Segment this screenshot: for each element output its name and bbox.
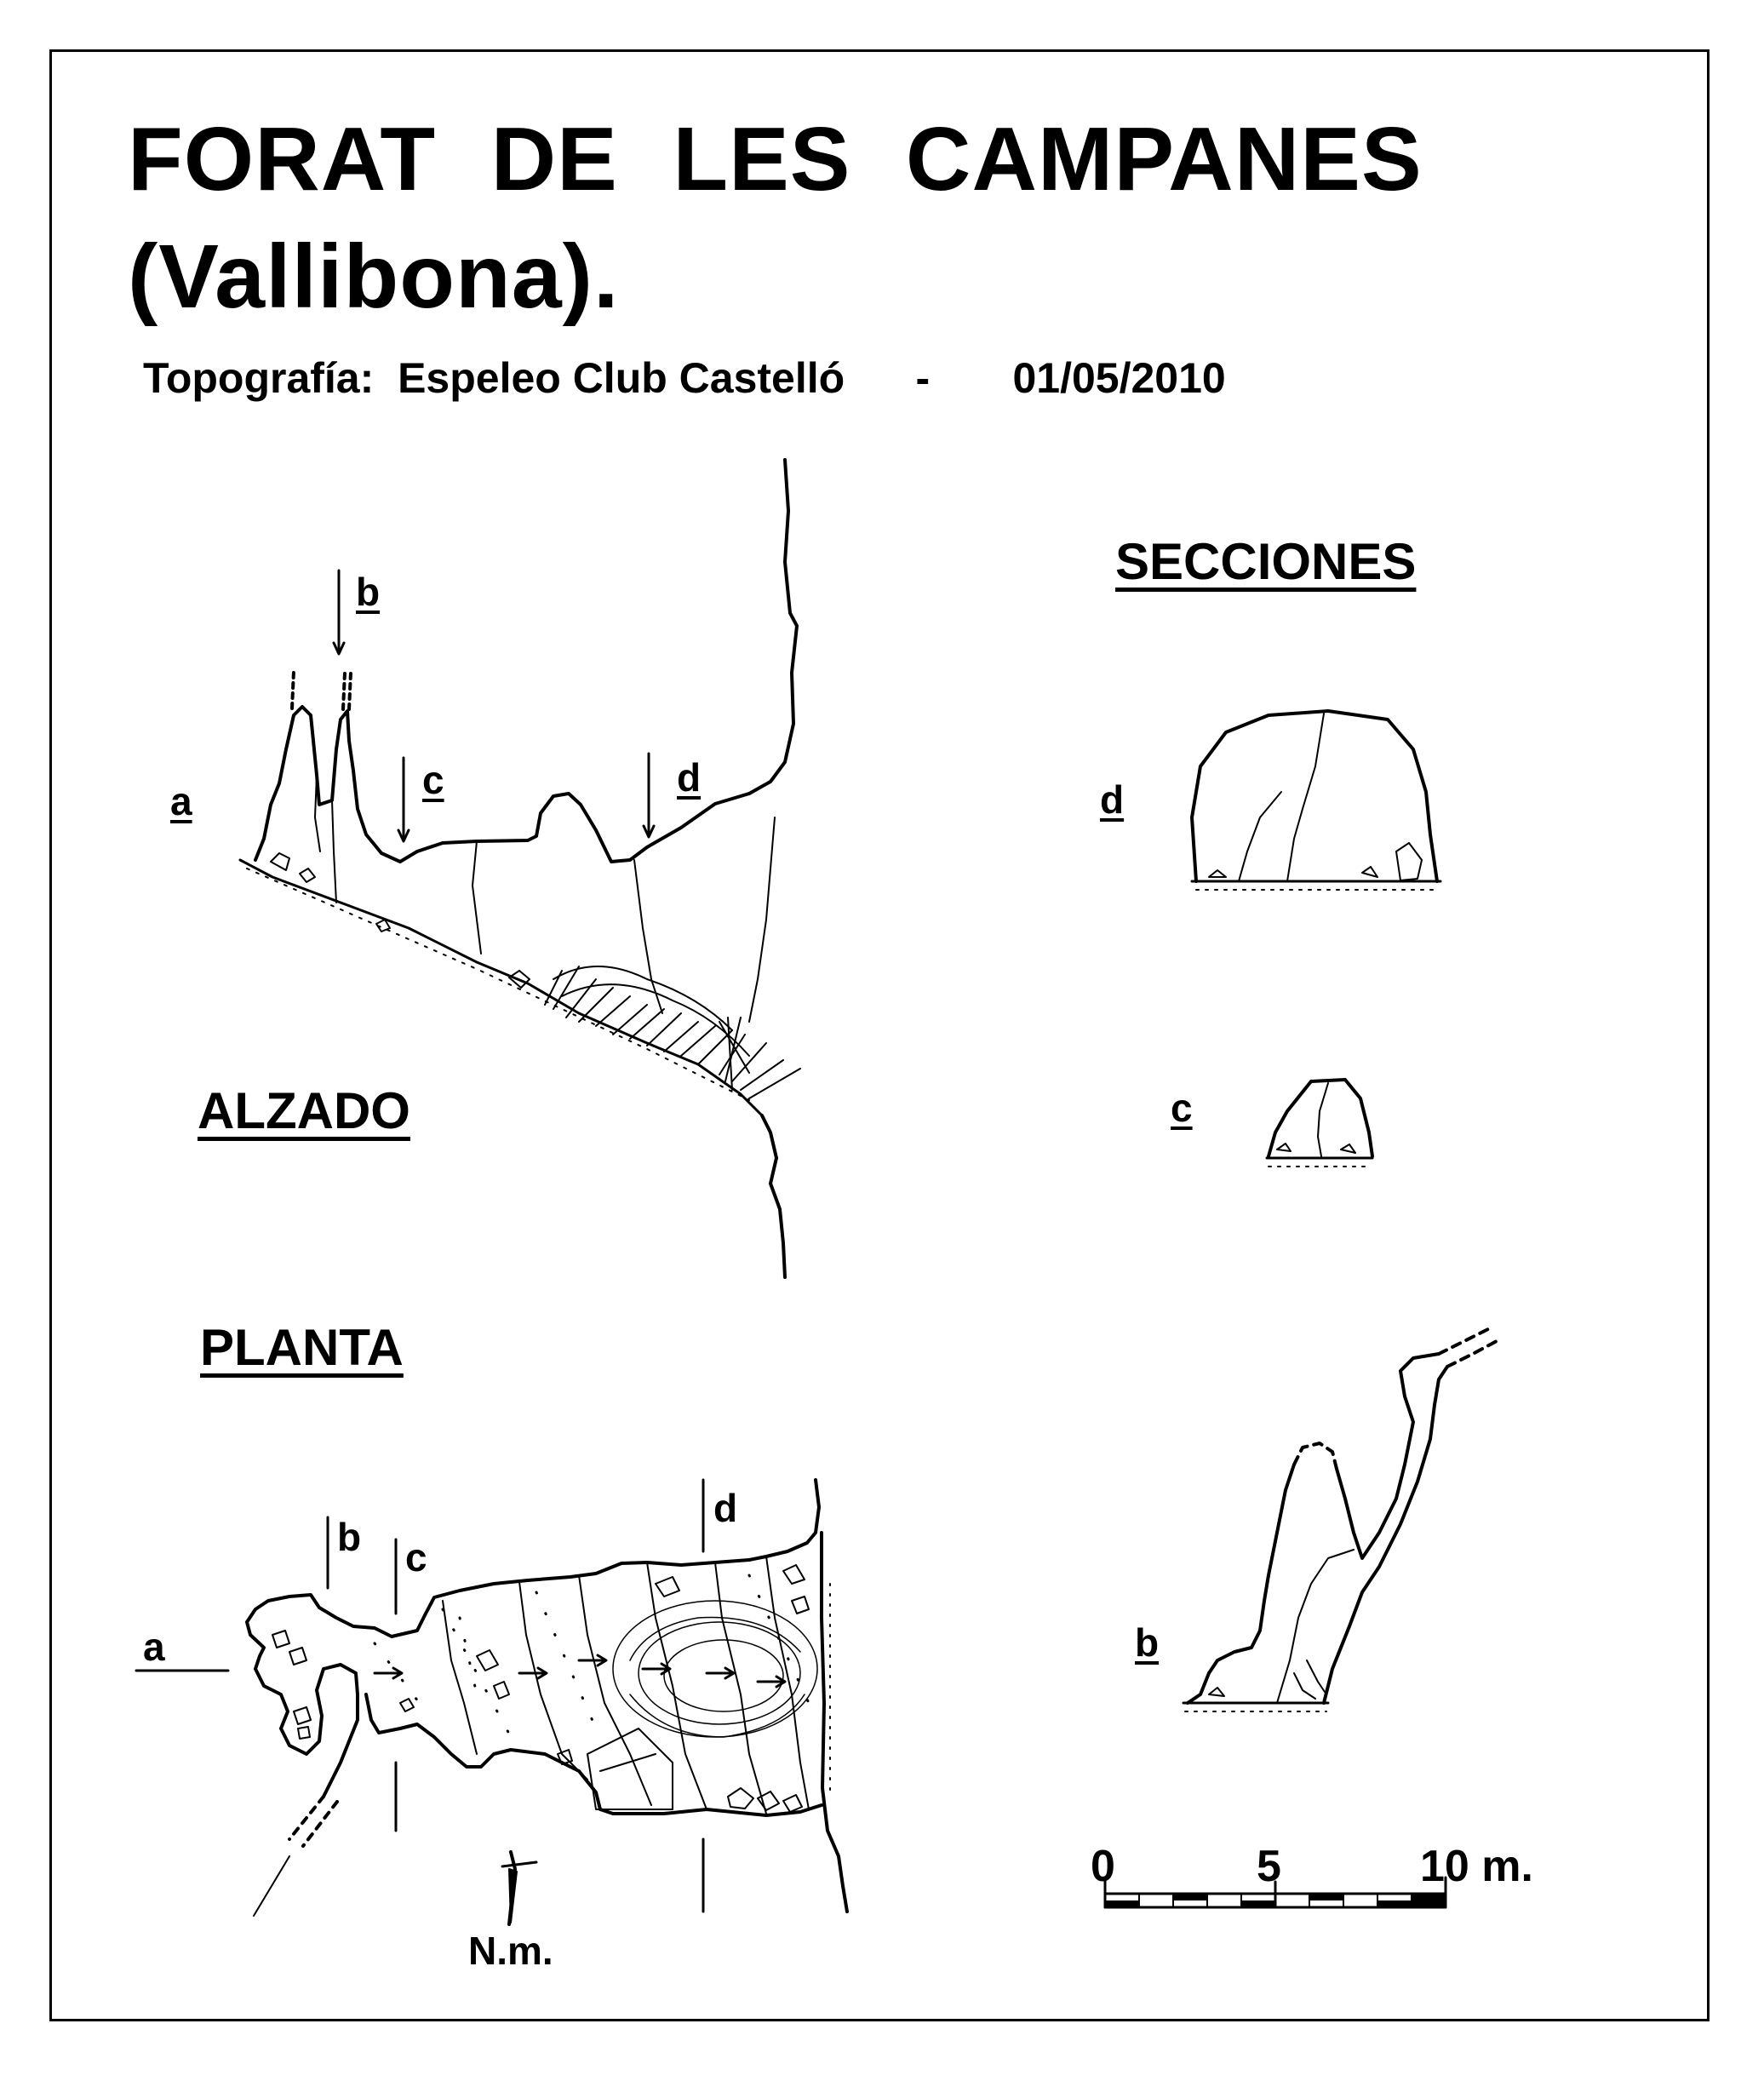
section-label-b: b — [1135, 1620, 1160, 1665]
plan-outline — [245, 1558, 823, 1817]
section-d — [1190, 709, 1442, 891]
plan-passage-dash-2 — [301, 1800, 339, 1848]
elevation-roof — [254, 705, 751, 863]
elevation-interior-line-3 — [472, 840, 482, 955]
plan-label-c: c — [405, 1535, 427, 1579]
elevation-profile — [238, 458, 801, 1279]
scale-label-0: 0 — [1091, 1842, 1115, 1891]
plan-cliff-right — [747, 1478, 849, 1913]
map-frame — [49, 49, 1710, 2021]
plan-entrance-line — [253, 1855, 290, 1917]
cliff-line-lower — [760, 1114, 787, 1279]
heading-sections: SECCIONES — [1115, 533, 1417, 590]
plan-rocks — [272, 1564, 810, 1813]
credit-author: Espeleo Club Castelló — [398, 354, 845, 402]
plan-block — [587, 1728, 673, 1810]
plan-depression — [612, 1600, 818, 1738]
heading-elevation: ALZADO — [198, 1082, 410, 1139]
elevation-floor — [238, 858, 764, 1117]
heading-plan: PLANTA — [200, 1319, 404, 1376]
elevation-interior-line-2 — [633, 859, 663, 1014]
map-title: FORAT DE LES CAMPANES (Vallibona). — [128, 100, 1423, 335]
plan-label-a: a — [143, 1625, 165, 1669]
scale-bar — [1103, 1876, 1447, 1909]
section-label-d: d — [1100, 777, 1125, 822]
plan-slope-lines — [442, 1556, 810, 1814]
plan-flow-arrows — [373, 1654, 787, 1688]
elevation-vegetation — [544, 966, 801, 1099]
section-label-c: c — [1171, 1086, 1193, 1130]
elevation-label-c: c — [422, 758, 444, 802]
section-b — [1182, 1327, 1498, 1712]
elevation-label-a: a — [170, 779, 192, 823]
elevation-interior-line-1 — [748, 817, 776, 1023]
elevation-chimney-dash-1 — [290, 669, 295, 710]
plan-label-b: b — [337, 1515, 362, 1559]
plan-passage-dash — [288, 1795, 325, 1841]
plan-stipple — [373, 1574, 810, 1739]
credit-date: 01/05/2010 — [1012, 354, 1226, 402]
scale-label-10: 10 m. — [1420, 1842, 1533, 1891]
elevation-marker-c — [397, 756, 410, 843]
section-c — [1265, 1078, 1374, 1167]
title-line-1: FORAT DE LES CAMPANES — [128, 109, 1423, 209]
elevation-chimney-dash-2 — [341, 671, 346, 711]
elevation-rocks — [270, 852, 530, 989]
plan-view — [135, 1478, 849, 1917]
elevation-marker-b — [332, 569, 346, 656]
title-line-2: (Vallibona). — [128, 226, 620, 327]
survey-credit: Topografía: Espeleo Club Castelló - 01/0… — [143, 353, 1226, 403]
north-arrow-icon — [501, 1850, 538, 1926]
elevation-chimney-dash-3 — [347, 671, 352, 711]
scale-label-5: 5 — [1257, 1842, 1281, 1891]
elevation-marker-d — [642, 752, 656, 839]
elevation-interior-line-4 — [331, 800, 337, 903]
plan-label-d: d — [713, 1486, 738, 1530]
north-label: N.m. — [468, 1929, 553, 1973]
credit-separator: - — [915, 354, 931, 402]
elevation-label-d: d — [677, 755, 702, 800]
credit-label: Topografía: — [143, 354, 375, 402]
elevation-floor-stipple — [246, 868, 750, 1101]
elevation-label-b: b — [356, 570, 381, 614]
elevation-interior-line-5 — [314, 774, 321, 852]
cliff-line-upper — [747, 458, 799, 795]
